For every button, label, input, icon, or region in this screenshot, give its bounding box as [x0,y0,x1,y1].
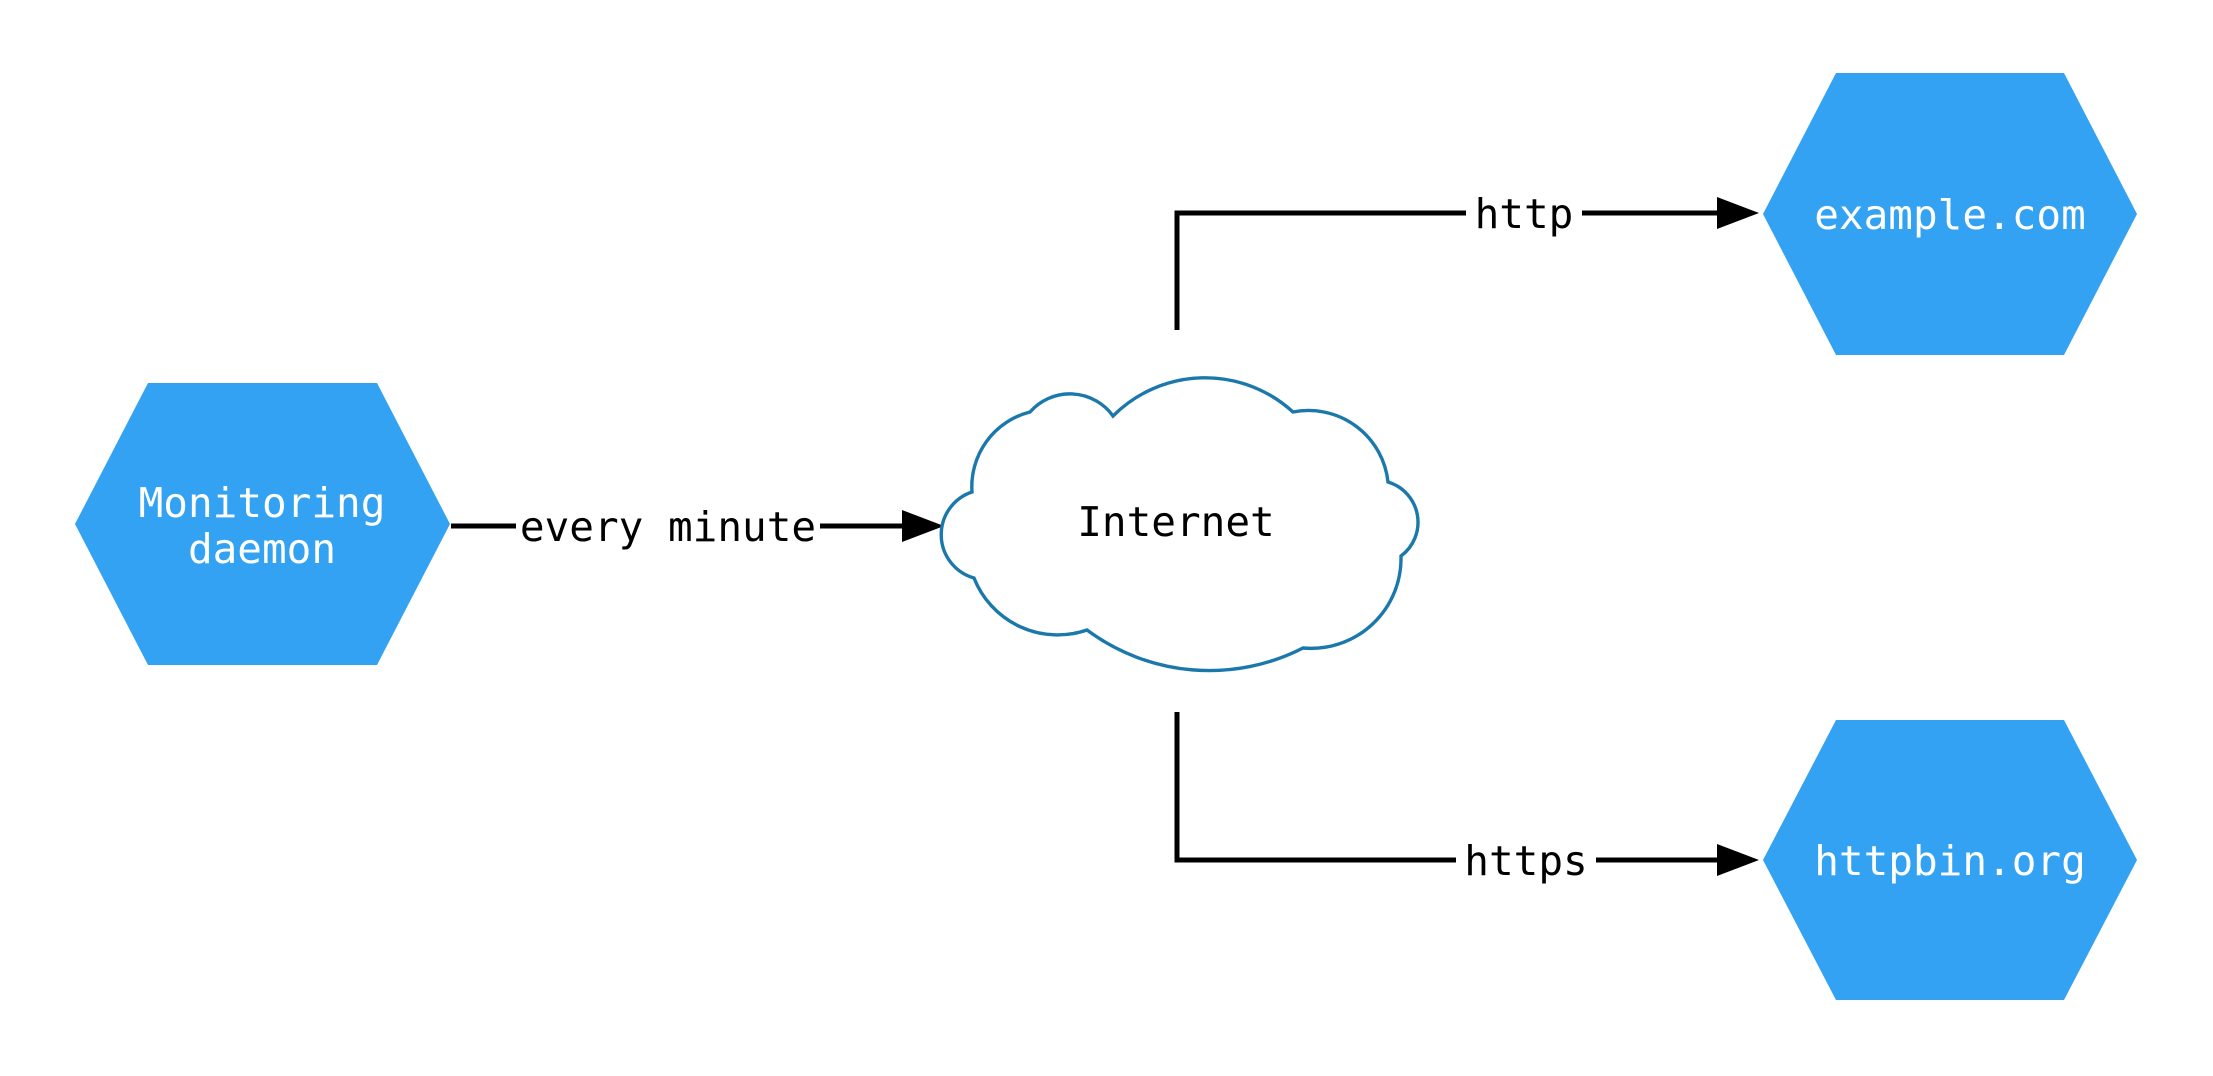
edge-label-every-minute: every minute [520,503,816,551]
node-label-monitoring-line1: Monitoring [139,479,386,527]
hexagon-example-com [1763,73,2137,355]
node-monitoring-daemon: Monitoring daemon [75,383,450,665]
node-label-example-com: example.com [1814,191,2086,239]
arrowhead-into-internet [902,510,944,542]
edge-internet-to-httpbin: https [1174,712,1759,886]
edge-label-bg-every-minute [516,500,820,552]
edge-label-http: http [1475,190,1574,238]
edge-label-bg-http [1466,187,1582,239]
edge-label-bg-https [1456,834,1596,886]
node-httpbin-org: httpbin.org [1763,720,2137,1000]
arrowhead-into-example [1717,197,1759,229]
node-example-com: example.com [1763,73,2137,355]
arrowhead-into-httpbin [1717,844,1759,876]
edge-line-internet-httpbin [1174,712,1719,863]
node-label-httpbin-org: httpbin.org [1814,837,2086,885]
node-internet: Internet [939,376,1420,673]
hexagon-monitoring-daemon [75,383,450,665]
node-label-monitoring-line2: daemon [188,525,336,573]
edge-internet-to-example: http [1174,187,1759,330]
edge-monitoring-to-internet: every minute [451,500,944,552]
edge-label-https: https [1464,837,1587,885]
cloud-shape [939,376,1420,673]
edge-line-internet-example [1174,210,1719,330]
hexagon-httpbin-org [1763,720,2137,1000]
node-label-internet: Internet [1077,498,1274,546]
